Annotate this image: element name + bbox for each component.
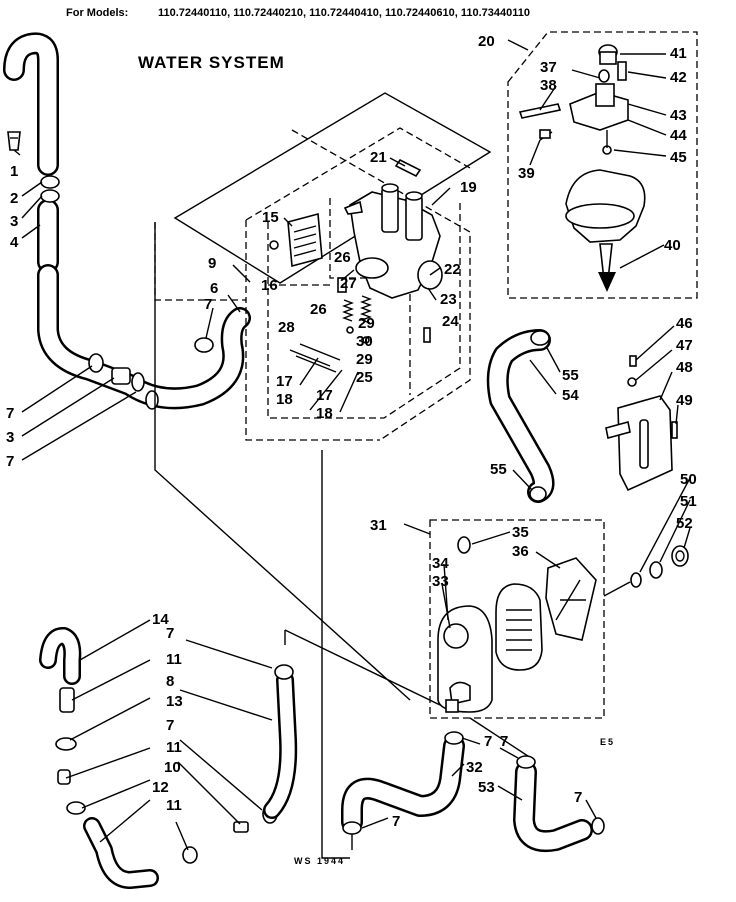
callout-14: 14 <box>152 611 169 628</box>
callout-11-c: 11 <box>166 797 182 814</box>
dispenser-box-outline <box>507 31 698 299</box>
callout-43: 43 <box>670 107 687 124</box>
leader-lines-center <box>205 157 451 413</box>
callout-9: 9 <box>208 255 216 272</box>
callout-33: 33 <box>432 573 449 590</box>
callout-51: 51 <box>680 493 697 510</box>
diagram-title: WATER SYSTEM <box>138 53 285 72</box>
callout-19: 19 <box>460 179 477 196</box>
callout-34: 34 <box>432 555 449 572</box>
callout-24: 24 <box>442 313 459 330</box>
callout-12: 12 <box>152 779 169 796</box>
callout-54: 54 <box>562 387 579 404</box>
callout-37: 37 <box>540 59 557 76</box>
callout-22: 22 <box>444 261 461 278</box>
callout-16: 16 <box>261 277 278 294</box>
callout-7-e: 7 <box>166 625 174 642</box>
corner-code: E5 <box>600 737 615 747</box>
callout-45: 45 <box>670 149 687 166</box>
callout-41: 41 <box>670 45 687 62</box>
callout-26-b: 26 <box>310 301 327 318</box>
callout-7-b: 7 <box>6 453 14 470</box>
callout-18-b: 18 <box>316 405 333 422</box>
callout-55-a: 55 <box>562 367 579 384</box>
solenoid-coil <box>269 212 323 268</box>
callout-46: 46 <box>676 315 693 332</box>
callout-26-a: 26 <box>334 249 351 266</box>
callout-21: 21 <box>370 149 387 166</box>
callout-31: 31 <box>370 517 387 534</box>
callout-32: 32 <box>466 759 483 776</box>
callout-36: 36 <box>512 543 529 560</box>
callout-7-c: 7 <box>204 296 212 313</box>
callout-7-d: 7 <box>166 717 174 734</box>
callout-38: 38 <box>540 77 557 94</box>
callout-4: 4 <box>10 234 19 251</box>
callout-40: 40 <box>664 237 681 254</box>
models-list: 110.72440110, 110.72440210, 110.72440410… <box>158 7 530 19</box>
leader-lines-dispenser <box>507 39 667 269</box>
callout-50: 50 <box>680 471 697 488</box>
callout-28: 28 <box>278 319 295 336</box>
footer-code: WS 1944 <box>294 856 345 866</box>
callout-20: 20 <box>478 33 495 50</box>
leader-lines-bottom-center <box>361 737 597 829</box>
bottom-center-hoses <box>341 731 605 852</box>
callout-17-a: 17 <box>276 373 293 390</box>
bottom-left-hose-set <box>39 627 298 889</box>
leader-lines-left <box>13 149 137 461</box>
callout-35: 35 <box>512 524 529 541</box>
callout-44: 44 <box>670 127 687 144</box>
leader-lines-bottom-left <box>65 619 273 851</box>
callout-52: 52 <box>676 515 693 532</box>
pump-assembly <box>403 523 631 713</box>
callout-7-a: 7 <box>6 405 14 422</box>
callout-7-h: 7 <box>574 789 582 806</box>
callout-labels: 1 2 3 4 7 3 7 9 6 7 15 16 21 19 26 27 22… <box>6 33 697 866</box>
dispenser-assembly <box>518 44 646 292</box>
callout-3-b: 3 <box>6 429 14 446</box>
callout-7-i: 7 <box>500 733 508 750</box>
callout-29-a: 29 <box>358 315 375 332</box>
callout-29-b: 29 <box>356 351 373 368</box>
left-inlet-hose <box>3 32 251 410</box>
callout-11-b: 11 <box>166 739 182 756</box>
callout-25: 25 <box>356 369 373 386</box>
water-valve-body <box>343 158 443 299</box>
callout-1: 1 <box>10 163 18 180</box>
callout-13: 13 <box>166 693 183 710</box>
callout-23: 23 <box>440 291 457 308</box>
callout-8: 8 <box>166 673 174 690</box>
callout-10: 10 <box>164 759 181 776</box>
valve-assembly-outlines <box>154 92 492 441</box>
callout-27: 27 <box>340 275 357 292</box>
pump-box-outline <box>429 519 605 719</box>
callout-18-a: 18 <box>276 391 293 408</box>
springs-and-plungers <box>289 277 431 373</box>
callout-11-a: 11 <box>166 651 182 668</box>
callout-15: 15 <box>262 209 279 226</box>
callout-2: 2 <box>10 190 18 207</box>
callout-48: 48 <box>676 359 693 376</box>
models-label: For Models: <box>66 7 128 19</box>
callout-55-b: 55 <box>490 461 507 478</box>
callout-3: 3 <box>10 213 18 230</box>
callout-17-b: 17 <box>316 387 333 404</box>
right-drain-hose <box>486 329 561 503</box>
callout-49: 49 <box>676 392 693 409</box>
callout-39: 39 <box>518 165 535 182</box>
callout-7-g: 7 <box>392 813 400 830</box>
pump-mount-washers <box>630 477 691 588</box>
callout-47: 47 <box>676 337 693 354</box>
callout-42: 42 <box>670 69 687 86</box>
callout-30: 30 <box>356 333 373 350</box>
mounting-bracket <box>605 325 679 492</box>
callout-6: 6 <box>210 280 218 297</box>
callout-53: 53 <box>478 779 495 796</box>
callout-7-f: 7 <box>484 733 492 750</box>
